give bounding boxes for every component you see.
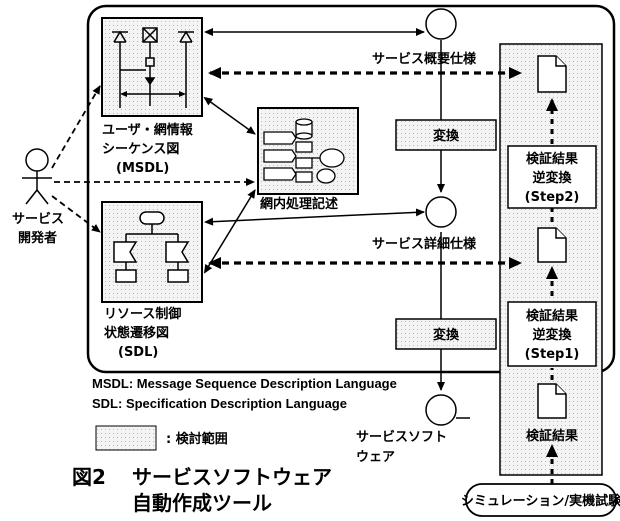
- document-icon-top: [537, 55, 567, 93]
- service-software-node: [425, 394, 457, 426]
- legend-study-range-swatch: [95, 425, 157, 451]
- convert-box-1: [395, 119, 497, 151]
- sequence-diagram-icon: [112, 27, 194, 108]
- service-outline-spec-node: [425, 8, 457, 40]
- state-transition-icon: [113, 211, 190, 283]
- legend-study-range-label: : 検討範囲: [166, 431, 228, 447]
- verify-step2-label-2: 逆変換: [532, 170, 572, 186]
- caption-title-2: 自動作成ツール: [132, 491, 272, 515]
- simulation-label: シミュレーション/実機試験: [461, 493, 620, 509]
- verify-result-label: 検証結果: [526, 428, 578, 444]
- verify-step1-box: [507, 301, 597, 367]
- sdl-label-1: リソース制御: [104, 306, 181, 322]
- convert-box-2: [395, 318, 497, 350]
- service-detail-spec-label: サービス詳細仕様: [372, 236, 477, 252]
- document-icon-bottom: [537, 383, 567, 419]
- msdl-label-2: シーケンス図: [102, 142, 179, 157]
- developer-stick-figure: [22, 148, 52, 205]
- verify-step1-label-2: 逆変換: [532, 327, 572, 343]
- msdl-label-3: (MSDL): [116, 161, 169, 176]
- service-outline-spec-label: サービス概要仕様: [372, 51, 477, 67]
- service-detail-spec-node: [425, 196, 457, 228]
- sdl-label-2: 状態遷移図: [104, 325, 169, 341]
- developer-label-2: 開発者: [18, 230, 57, 246]
- verify-step2-box: [507, 145, 597, 209]
- bold-dashed-double-arrows: [208, 67, 522, 269]
- network-processing-icon: [263, 118, 345, 184]
- verify-step1-label-1: 検証結果: [526, 308, 578, 324]
- sdl-label-3: (SDL): [118, 345, 158, 360]
- simulation-box: [465, 483, 617, 517]
- legend-sdl: SDL: Specification Description Language: [92, 396, 347, 411]
- verify-step1-label-3: (Step1): [525, 347, 580, 362]
- caption-number: 図2: [72, 465, 106, 489]
- msdl-label-1: ユーザ・網情報: [102, 122, 194, 138]
- network-processing-label: 網内処理記述: [260, 196, 338, 212]
- service-software-label-1: サービスソフト: [356, 429, 447, 445]
- verify-step2-label-1: 検証結果: [526, 151, 578, 167]
- convert-label-2: 変換: [433, 327, 460, 343]
- document-icon-middle: [537, 227, 567, 263]
- service-software-label-2: ウェア: [356, 450, 395, 465]
- verify-step2-label-3: (Step2): [525, 190, 580, 205]
- convert-label-1: 変換: [433, 128, 460, 144]
- developer-arrows: [51, 85, 255, 233]
- legend-msdl: MSDL: Message Sequence Description Langu…: [92, 376, 397, 391]
- developer-label-1: サービス: [12, 211, 64, 227]
- caption-title-1: サービスソフトウェア: [132, 465, 332, 489]
